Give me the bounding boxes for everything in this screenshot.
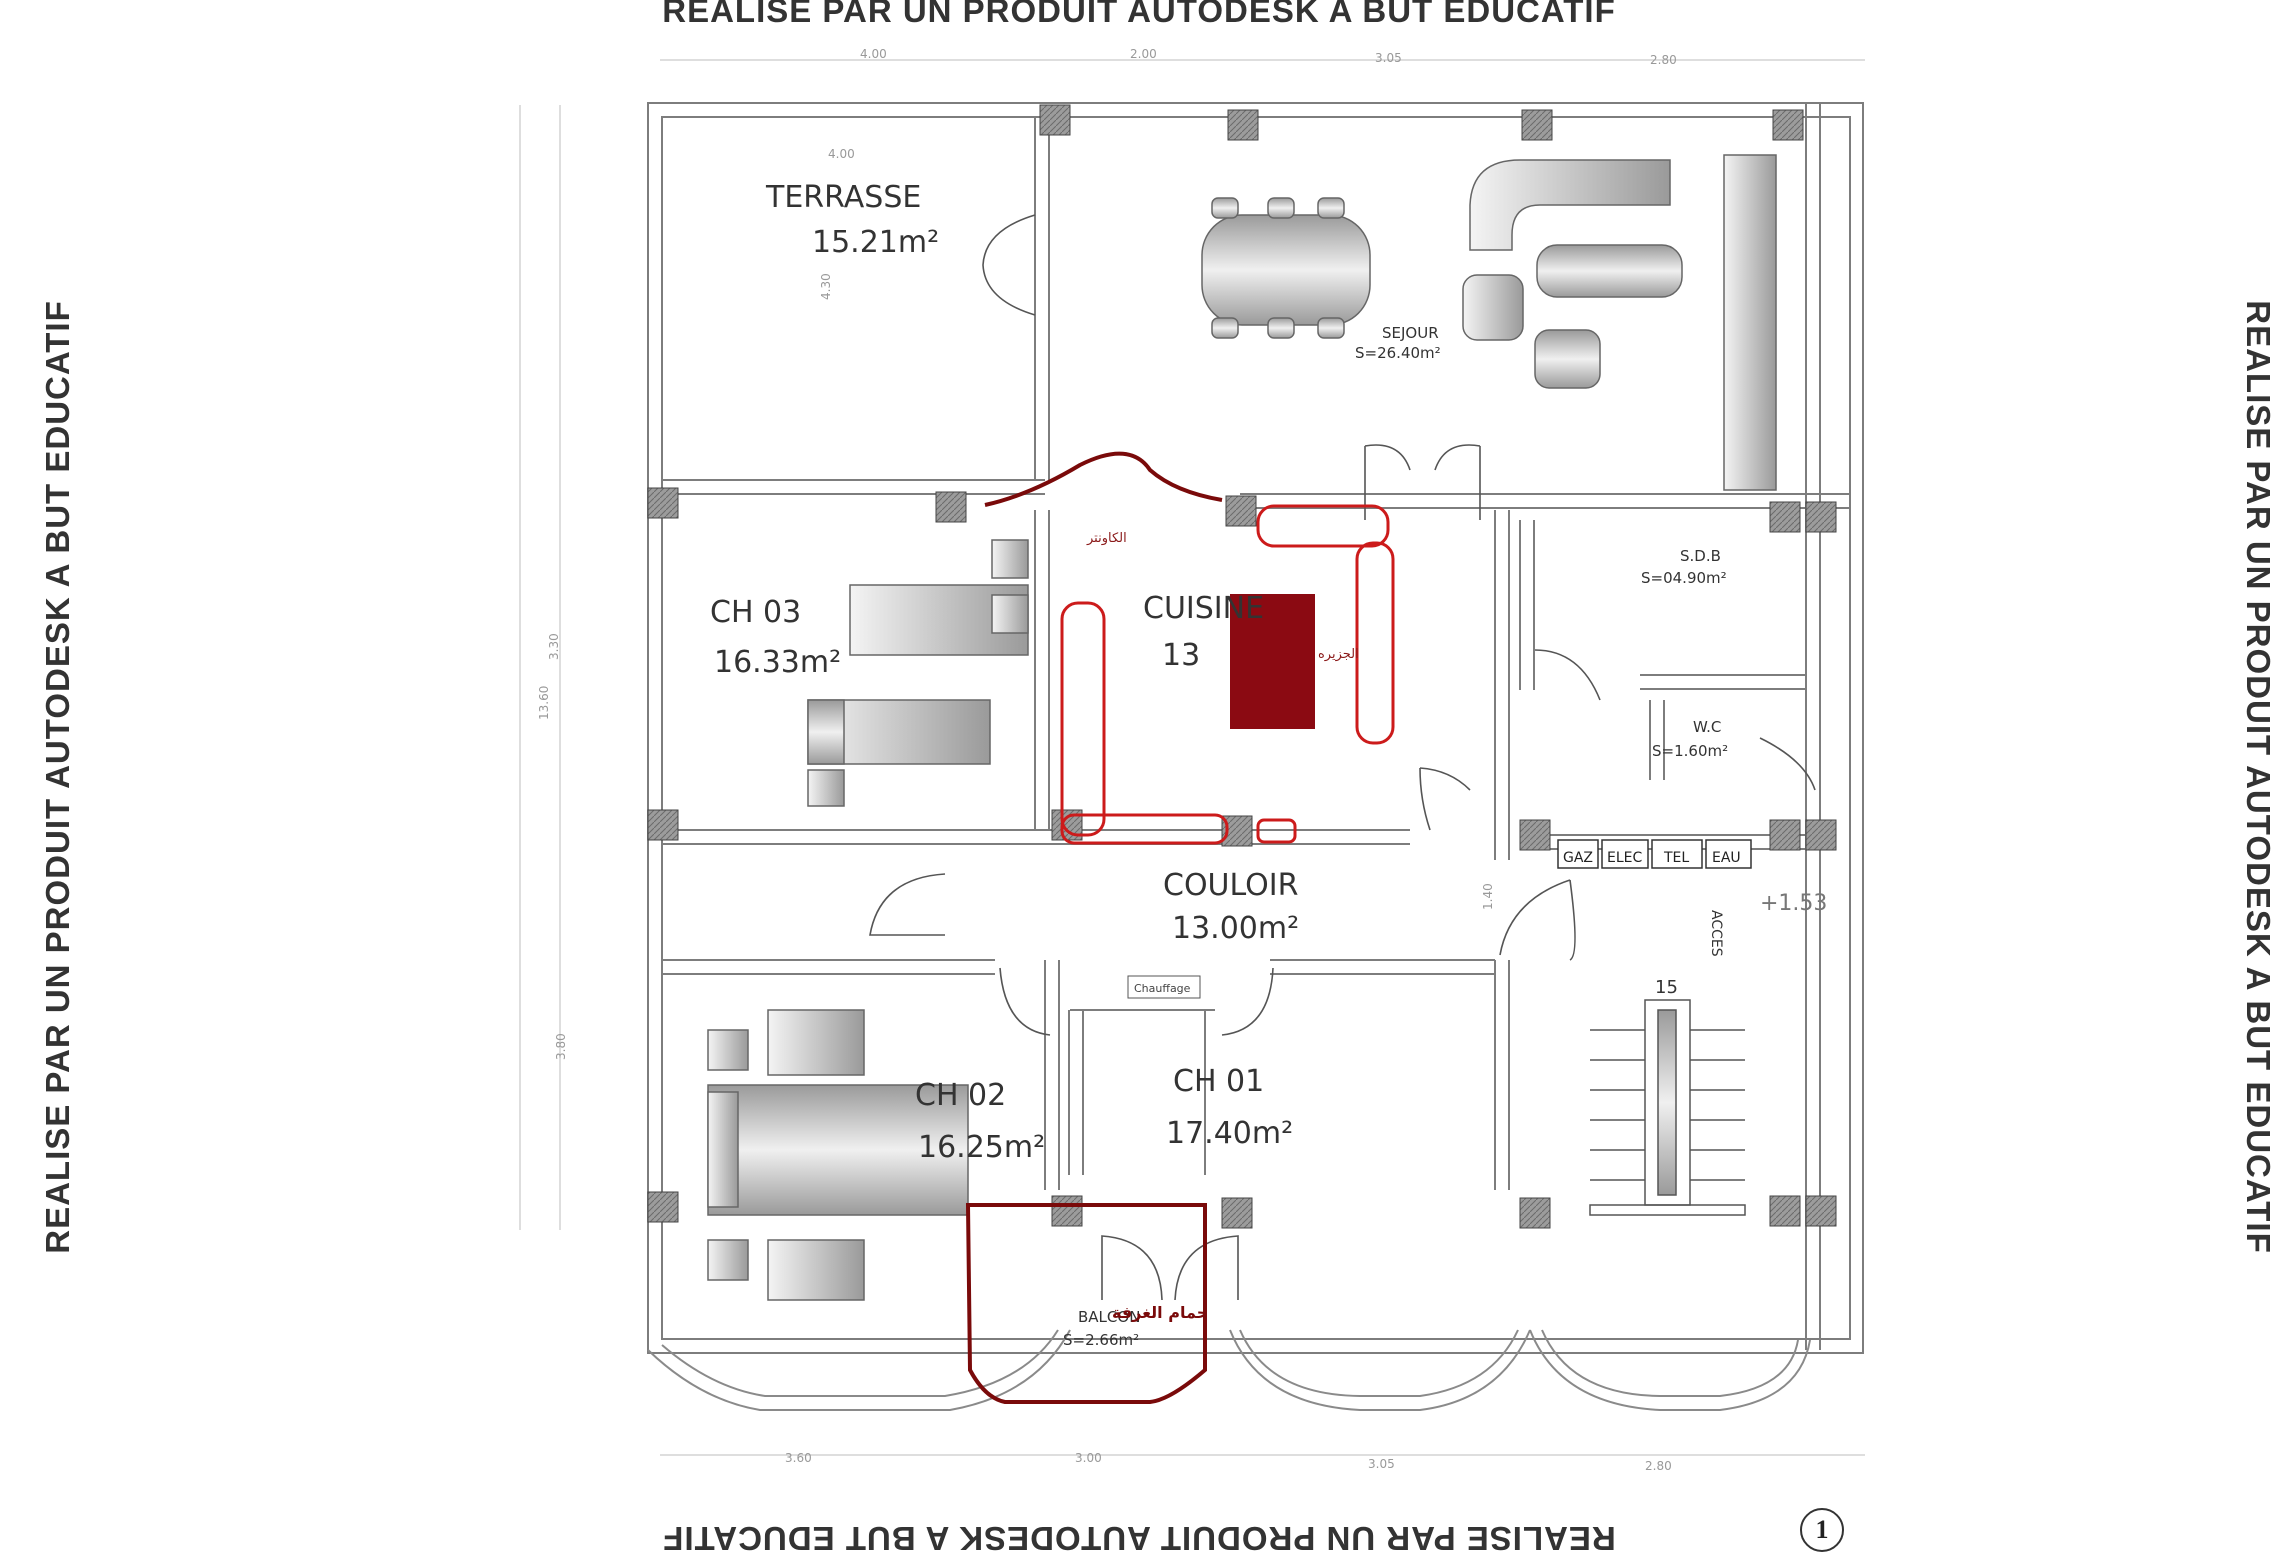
counter-arc xyxy=(984,451,1223,507)
ch02-name: CH 02 xyxy=(915,1078,1006,1113)
chauffage-box xyxy=(1127,975,1201,999)
sdb-door xyxy=(1534,649,1601,701)
terrace-door xyxy=(982,214,1036,316)
sejour-door xyxy=(1364,444,1481,520)
ch03-door xyxy=(869,873,946,936)
dim-bottom-4: 2.80 xyxy=(1645,1459,1672,1473)
balcony-outline xyxy=(965,1203,1207,1404)
counter-left xyxy=(1060,601,1106,837)
meter-tel: TEL xyxy=(1663,850,1689,866)
meter-elec: ELEC xyxy=(1607,850,1642,866)
counter-right xyxy=(1355,541,1395,745)
island xyxy=(1230,594,1315,729)
ch01-area: 17.40m² xyxy=(1166,1116,1293,1151)
bath-annotation: حمام الغرفة xyxy=(1112,1303,1208,1322)
balcony-door xyxy=(1101,1235,1239,1301)
dim-top-1: 4.00 xyxy=(860,47,887,61)
dim-top-3: 3.05 xyxy=(1375,51,1402,65)
tv-cabinet xyxy=(1723,154,1777,491)
kitchen-annotations xyxy=(1060,504,1395,845)
sejour-furniture xyxy=(1201,154,1777,491)
dim-inner-1: 4.00 xyxy=(828,147,855,161)
ch01-door xyxy=(1221,967,1274,1036)
ch02-door xyxy=(999,967,1051,1036)
ch03-area: 16.33m² xyxy=(714,645,841,680)
doors xyxy=(869,214,1816,1301)
meter-gaz: GAZ xyxy=(1563,850,1593,866)
ch02-furniture xyxy=(707,1009,969,1301)
cuisine-name: CUISINE xyxy=(1143,591,1264,626)
cuisine-door xyxy=(1419,767,1471,831)
dim-top-4: 2.80 xyxy=(1650,53,1677,67)
dim-left-2: 13.60 xyxy=(537,686,551,720)
watermark-top: REALISE PAR UN PRODUIT AUTODESK A BUT ED… xyxy=(662,0,1616,29)
dining-table xyxy=(1201,214,1371,326)
dim-left-1: 3.30 xyxy=(547,633,561,660)
columns xyxy=(647,104,1837,1229)
watermark-left: REALISE PAR UN PRODUIT AUTODESK A BUT ED… xyxy=(39,300,76,1254)
island-annotation: الجزيره xyxy=(1318,647,1359,662)
acces-label: ACCES xyxy=(1708,910,1724,957)
armchair-2 xyxy=(1534,329,1601,389)
meter-boxes xyxy=(1557,839,1752,869)
coffee-table xyxy=(1536,244,1683,298)
couloir-area: 13.00m² xyxy=(1172,911,1299,946)
entry-door xyxy=(1499,879,1576,961)
watermark-right: REALISE PAR UN PRODUIT AUTODESK A BUT ED… xyxy=(2240,300,2277,1254)
dim-top-2: 2.00 xyxy=(1130,47,1157,61)
counter-bottom xyxy=(1060,813,1229,845)
page-number: 1 xyxy=(1800,1508,1844,1552)
room-labels: TERRASSE 15.21m² SEJOUR S=26.40m² CH 03 … xyxy=(710,180,1728,1349)
cuisine-area: 13 xyxy=(1162,638,1200,673)
couloir-name: COULOIR xyxy=(1163,868,1298,903)
counter-annotation: الكاونتر xyxy=(1086,531,1127,546)
wc-area: S=1.60m² xyxy=(1652,742,1728,760)
dimension-labels: 4.00 2.00 3.05 2.80 3.60 3.00 3.05 2.80 … xyxy=(537,47,1677,1473)
counter-small xyxy=(1256,818,1297,844)
watermark-bottom: REALISE PAR UN PRODUIT AUTODESK A BUT ED… xyxy=(662,1520,1616,1557)
wc-name: W.C xyxy=(1693,718,1721,736)
dim-inner-3: 1.40 xyxy=(1481,883,1495,910)
ch03-furniture xyxy=(807,539,1029,807)
dim-inner-2: 4.30 xyxy=(819,273,833,300)
dim-left-3: 3.80 xyxy=(554,1033,568,1060)
terrasse-area: 15.21m² xyxy=(812,225,939,260)
armchair-1 xyxy=(1462,274,1524,341)
dimension-lines xyxy=(519,59,1865,1456)
meter-eau: EAU xyxy=(1712,850,1741,866)
corner-sofa xyxy=(1469,159,1671,251)
dim-bottom-2: 3.00 xyxy=(1075,1451,1102,1465)
sejour-name: SEJOUR xyxy=(1382,324,1439,342)
ch02-area: 16.25m² xyxy=(918,1130,1045,1165)
sdb-area: S=04.90m² xyxy=(1641,569,1727,587)
chauffage-label: Chauffage xyxy=(1134,982,1191,995)
counter-top xyxy=(1256,504,1390,548)
bay-windows xyxy=(647,1329,1811,1411)
sejour-area: S=26.40m² xyxy=(1355,344,1441,362)
sdb-name: S.D.B xyxy=(1680,547,1721,565)
staircase xyxy=(1589,999,1746,1216)
dim-bottom-1: 3.60 xyxy=(785,1451,812,1465)
level-label: +1.53 xyxy=(1760,891,1827,916)
wc-door xyxy=(1759,737,1816,791)
dim-bottom-3: 3.05 xyxy=(1368,1457,1395,1471)
balcon-area: S=2.66m² xyxy=(1063,1331,1139,1349)
stair-count: 15 xyxy=(1655,977,1678,998)
balcon-name: BALCON xyxy=(1078,1308,1140,1326)
ch03-name: CH 03 xyxy=(710,595,801,630)
terrasse-name: TERRASSE xyxy=(765,180,921,215)
ch01-name: CH 01 xyxy=(1173,1064,1264,1099)
